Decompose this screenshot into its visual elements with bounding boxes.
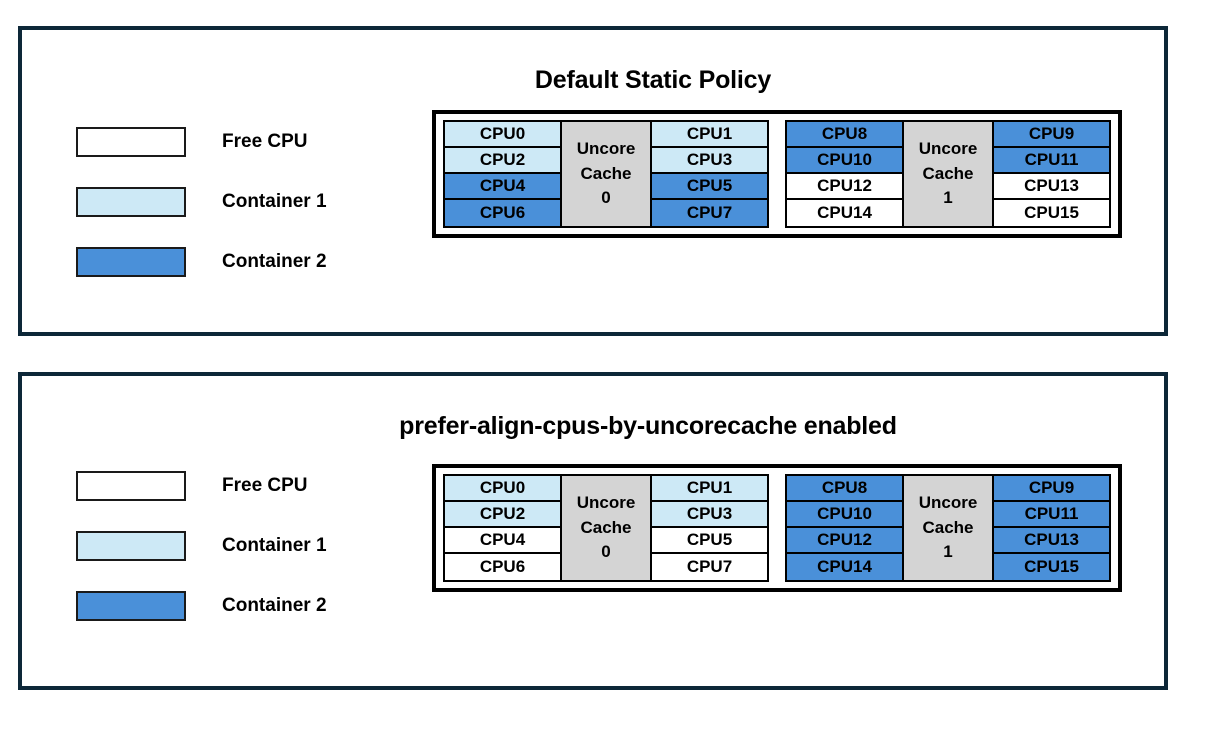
panel-prefer-align-cpus-by-uncorecache: prefer-align-cpus-by-uncorecache enabled… xyxy=(18,372,1168,690)
cpu-cell: CPU9 xyxy=(994,476,1109,502)
legend-swatch-container-1 xyxy=(76,531,186,561)
cpu-column-left: CPU0 CPU2 CPU4 CPU6 xyxy=(445,122,560,226)
cpu-cell: CPU12 xyxy=(787,174,902,200)
uncore-cache-label: Uncore Cache 1 xyxy=(902,122,994,226)
uncore-cache-group-1: CPU8 CPU10 CPU12 CPU14 Uncore Cache 1 CP… xyxy=(785,120,1111,228)
cpu-column-left: CPU0 CPU2 CPU4 CPU6 xyxy=(445,476,560,580)
cpu-cell: CPU1 xyxy=(652,476,767,502)
cpu-cell: CPU10 xyxy=(787,502,902,528)
cpu-cell: CPU13 xyxy=(994,528,1109,554)
uncore-cache-line-2: Cache xyxy=(580,163,632,183)
uncore-cache-line-2: Cache xyxy=(922,517,974,537)
uncore-cache-index: 0 xyxy=(601,542,611,562)
cpu-cell: CPU6 xyxy=(445,200,560,226)
legend-label-container-2: Container 2 xyxy=(222,595,327,616)
uncore-cache-label: Uncore Cache 0 xyxy=(560,122,652,226)
cpu-cell: CPU0 xyxy=(445,476,560,502)
cpu-cell: CPU10 xyxy=(787,148,902,174)
cpu-topology-diagram: CPU0 CPU2 CPU4 CPU6 Uncore Cache 0 CPU1 … xyxy=(432,110,1122,238)
legend-item-container-2: Container 2 xyxy=(76,232,327,292)
legend-swatch-container-1 xyxy=(76,187,186,217)
cpu-column-right: CPU9 CPU11 CPU13 CPU15 xyxy=(994,122,1109,226)
page-title: prefer-align-cpus-by-uncorecache enabled xyxy=(399,412,897,440)
cpu-cell: CPU14 xyxy=(787,554,902,580)
cpu-cell: CPU9 xyxy=(994,122,1109,148)
uncore-cache-index: 1 xyxy=(943,542,953,562)
cpu-cell: CPU7 xyxy=(652,554,767,580)
uncore-cache-line-1: Uncore xyxy=(576,139,636,159)
cpu-column-right: CPU1 CPU3 CPU5 CPU7 xyxy=(652,122,767,226)
cpu-cell: CPU4 xyxy=(445,528,560,554)
uncore-cache-line-1: Uncore xyxy=(918,139,978,159)
cpu-cell: CPU15 xyxy=(994,554,1109,580)
cpu-cell: CPU7 xyxy=(652,200,767,226)
uncore-cache-line-2: Cache xyxy=(922,163,974,183)
cpu-cell: CPU5 xyxy=(652,174,767,200)
legend-label-container-1: Container 1 xyxy=(222,535,327,556)
cpu-cell: CPU5 xyxy=(652,528,767,554)
legend-label-free-cpu: Free CPU xyxy=(222,475,308,496)
cpu-cell: CPU15 xyxy=(994,200,1109,226)
uncore-cache-label: Uncore Cache 0 xyxy=(560,476,652,580)
cpu-cell: CPU13 xyxy=(994,174,1109,200)
legend-swatch-free-cpu xyxy=(76,127,186,157)
uncore-cache-line-1: Uncore xyxy=(918,493,978,513)
cpu-cell: CPU8 xyxy=(787,122,902,148)
legend-label-container-1: Container 1 xyxy=(222,191,327,212)
page-title: Default Static Policy xyxy=(534,66,772,94)
cpu-cell: CPU12 xyxy=(787,528,902,554)
legend-swatch-free-cpu xyxy=(76,471,186,501)
legend-label-free-cpu: Free CPU xyxy=(222,131,308,152)
uncore-cache-index: 1 xyxy=(943,188,953,208)
legend-item-container-2: Container 2 xyxy=(76,576,327,636)
cpu-column-right: CPU9 CPU11 CPU13 CPU15 xyxy=(994,476,1109,580)
uncore-cache-group-0: CPU0 CPU2 CPU4 CPU6 Uncore Cache 0 CPU1 … xyxy=(443,474,769,582)
cpu-cell: CPU0 xyxy=(445,122,560,148)
cpu-cell: CPU2 xyxy=(445,502,560,528)
legend-item-container-1: Container 1 xyxy=(76,172,327,232)
uncore-cache-index: 0 xyxy=(601,188,611,208)
cpu-column-left: CPU8 CPU10 CPU12 CPU14 xyxy=(787,476,902,580)
cpu-cell: CPU2 xyxy=(445,148,560,174)
legend-item-container-1: Container 1 xyxy=(76,516,327,576)
legend-item-free-cpu: Free CPU xyxy=(76,112,327,172)
legend-swatch-container-2 xyxy=(76,247,186,277)
legend-item-free-cpu: Free CPU xyxy=(76,456,327,516)
cpu-cell: CPU3 xyxy=(652,502,767,528)
cpu-column-right: CPU1 CPU3 CPU5 CPU7 xyxy=(652,476,767,580)
legend: Free CPU Container 1 Container 2 xyxy=(76,456,327,636)
cpu-cell: CPU11 xyxy=(994,148,1109,174)
cpu-cell: CPU4 xyxy=(445,174,560,200)
uncore-cache-line-1: Uncore xyxy=(576,493,636,513)
cpu-cell: CPU3 xyxy=(652,148,767,174)
legend-label-container-2: Container 2 xyxy=(222,251,327,272)
cpu-cell: CPU14 xyxy=(787,200,902,226)
uncore-cache-line-2: Cache xyxy=(580,517,632,537)
cpu-topology-diagram: CPU0 CPU2 CPU4 CPU6 Uncore Cache 0 CPU1 … xyxy=(432,464,1122,592)
uncore-cache-group-0: CPU0 CPU2 CPU4 CPU6 Uncore Cache 0 CPU1 … xyxy=(443,120,769,228)
legend: Free CPU Container 1 Container 2 xyxy=(76,112,327,292)
legend-swatch-container-2 xyxy=(76,591,186,621)
cpu-cell: CPU11 xyxy=(994,502,1109,528)
uncore-cache-group-1: CPU8 CPU10 CPU12 CPU14 Uncore Cache 1 CP… xyxy=(785,474,1111,582)
cpu-cell: CPU8 xyxy=(787,476,902,502)
uncore-cache-label: Uncore Cache 1 xyxy=(902,476,994,580)
cpu-cell: CPU6 xyxy=(445,554,560,580)
cpu-column-left: CPU8 CPU10 CPU12 CPU14 xyxy=(787,122,902,226)
cpu-cell: CPU1 xyxy=(652,122,767,148)
panel-default-static-policy: Default Static Policy Free CPU Container… xyxy=(18,26,1168,336)
